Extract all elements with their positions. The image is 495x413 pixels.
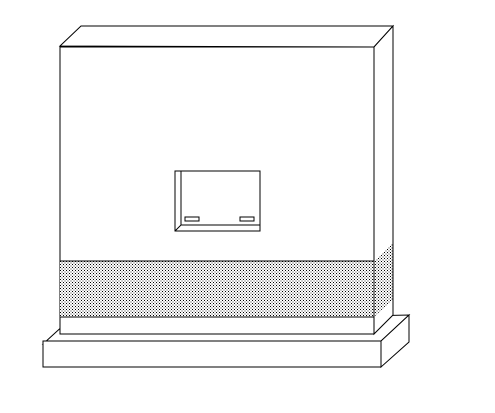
grille-band-side <box>374 243 393 317</box>
panel-bezel-corner <box>174 224 182 232</box>
drawing <box>41 24 411 369</box>
control-panel <box>174 170 261 232</box>
cabinet-top-face <box>58 25 395 48</box>
grille-band-front <box>60 261 374 317</box>
base-front-face <box>42 340 382 368</box>
panel-slot-left <box>184 216 200 222</box>
panel-slot-right <box>239 216 255 222</box>
panel-frame <box>174 170 261 232</box>
